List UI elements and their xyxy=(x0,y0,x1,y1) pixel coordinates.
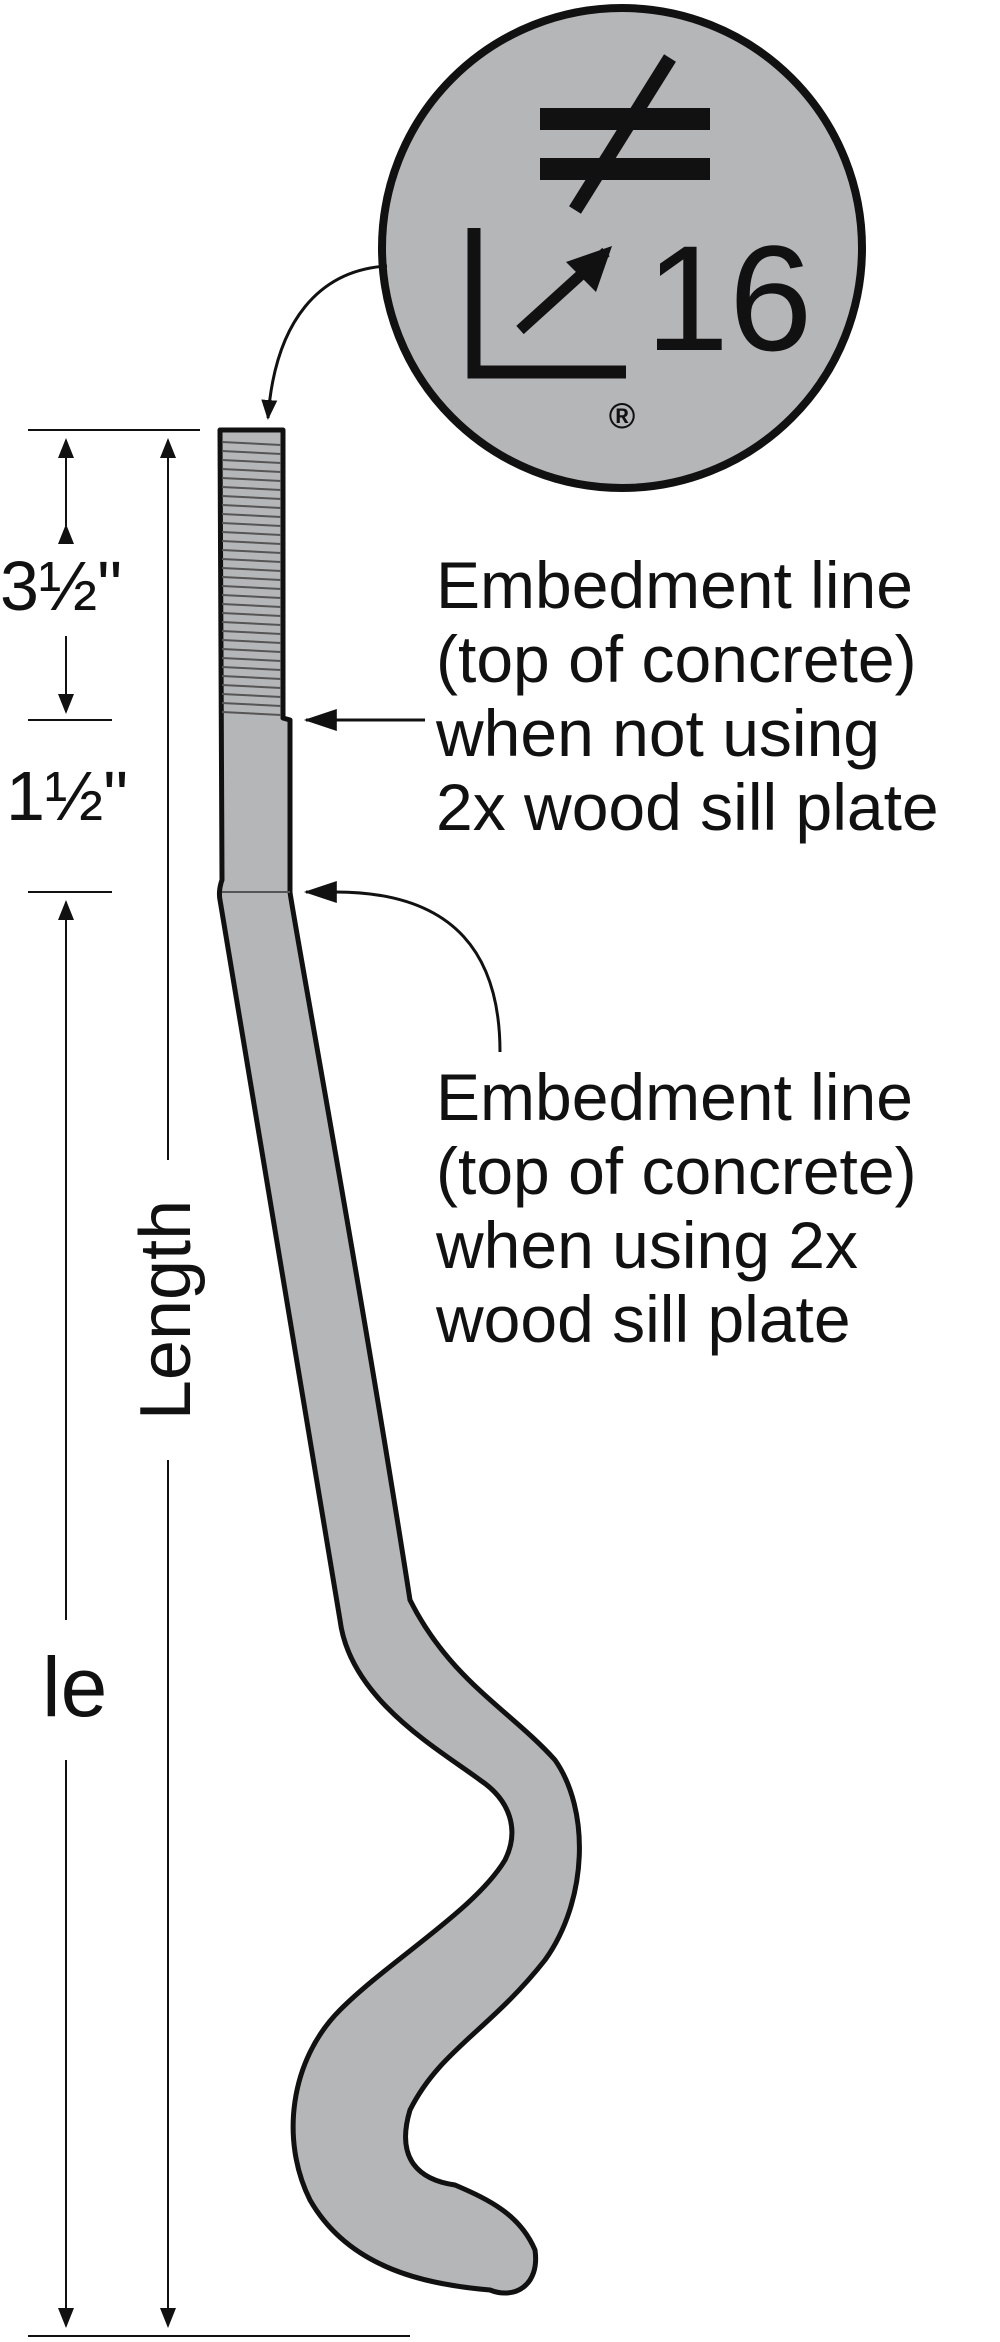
callout-line: (top of concrete) xyxy=(436,1134,917,1208)
thread-mark xyxy=(221,495,282,500)
thread-length-label: 3½" xyxy=(0,547,122,625)
thread-mark xyxy=(221,693,282,698)
thread-mark xyxy=(221,459,282,464)
thread-mark xyxy=(221,522,282,527)
thread-mark xyxy=(221,657,282,662)
thread-mark xyxy=(221,513,282,518)
callout-line: when using 2x xyxy=(435,1208,858,1282)
callout-line: when not using xyxy=(435,696,880,770)
thread-mark xyxy=(221,612,282,617)
offset-label: 1½" xyxy=(6,757,128,835)
thread-mark xyxy=(221,558,282,563)
thread-mark xyxy=(221,531,282,536)
callout-line: 2x wood sill plate xyxy=(436,770,939,844)
stamp-badge: 16 ® xyxy=(378,4,866,492)
callout-no-sill-plate: Embedment line (top of concrete) when no… xyxy=(435,548,939,844)
thread-mark xyxy=(221,639,282,644)
thread-mark xyxy=(221,549,282,554)
thread-mark xyxy=(221,585,282,590)
thread-mark xyxy=(221,486,282,491)
thread-mark xyxy=(221,630,282,635)
bolt-threads xyxy=(221,441,282,716)
thread-mark xyxy=(221,540,282,545)
thread-mark xyxy=(221,567,282,572)
with-sill-plate-arrow xyxy=(303,881,502,1053)
callout-line: Embedment line xyxy=(436,548,913,622)
thread-mark xyxy=(221,576,282,581)
thread-mark xyxy=(221,621,282,626)
thread-mark xyxy=(221,702,282,707)
callout-line: (top of concrete) xyxy=(436,622,917,696)
thread-mark xyxy=(221,648,282,653)
length-label: Length xyxy=(126,1200,206,1420)
bolt-body xyxy=(216,427,582,2296)
callout-line: wood sill plate xyxy=(435,1282,851,1356)
thread-mark xyxy=(221,684,282,689)
thread-mark xyxy=(221,594,282,599)
callout-with-sill-plate: Embedment line (top of concrete) when us… xyxy=(435,1060,917,1356)
embedment-label: le xyxy=(42,1640,107,1734)
thread-mark xyxy=(221,441,282,446)
thread-mark xyxy=(221,675,282,680)
thread-mark xyxy=(221,666,282,671)
thread-mark xyxy=(221,450,282,455)
anchor-bolt xyxy=(216,427,582,2296)
registered-mark: ® xyxy=(609,395,636,436)
stamp-number: 16 xyxy=(646,214,813,382)
thread-mark xyxy=(221,711,282,716)
simpson-strong-tie-logo xyxy=(467,54,710,379)
thread-mark xyxy=(221,603,282,608)
callout-line: Embedment line xyxy=(436,1060,913,1134)
thread-mark xyxy=(221,468,282,473)
stamp-pointer-arrow xyxy=(261,264,388,420)
thread-mark xyxy=(221,504,282,509)
dimensions xyxy=(28,429,410,2337)
thread-mark xyxy=(221,477,282,482)
